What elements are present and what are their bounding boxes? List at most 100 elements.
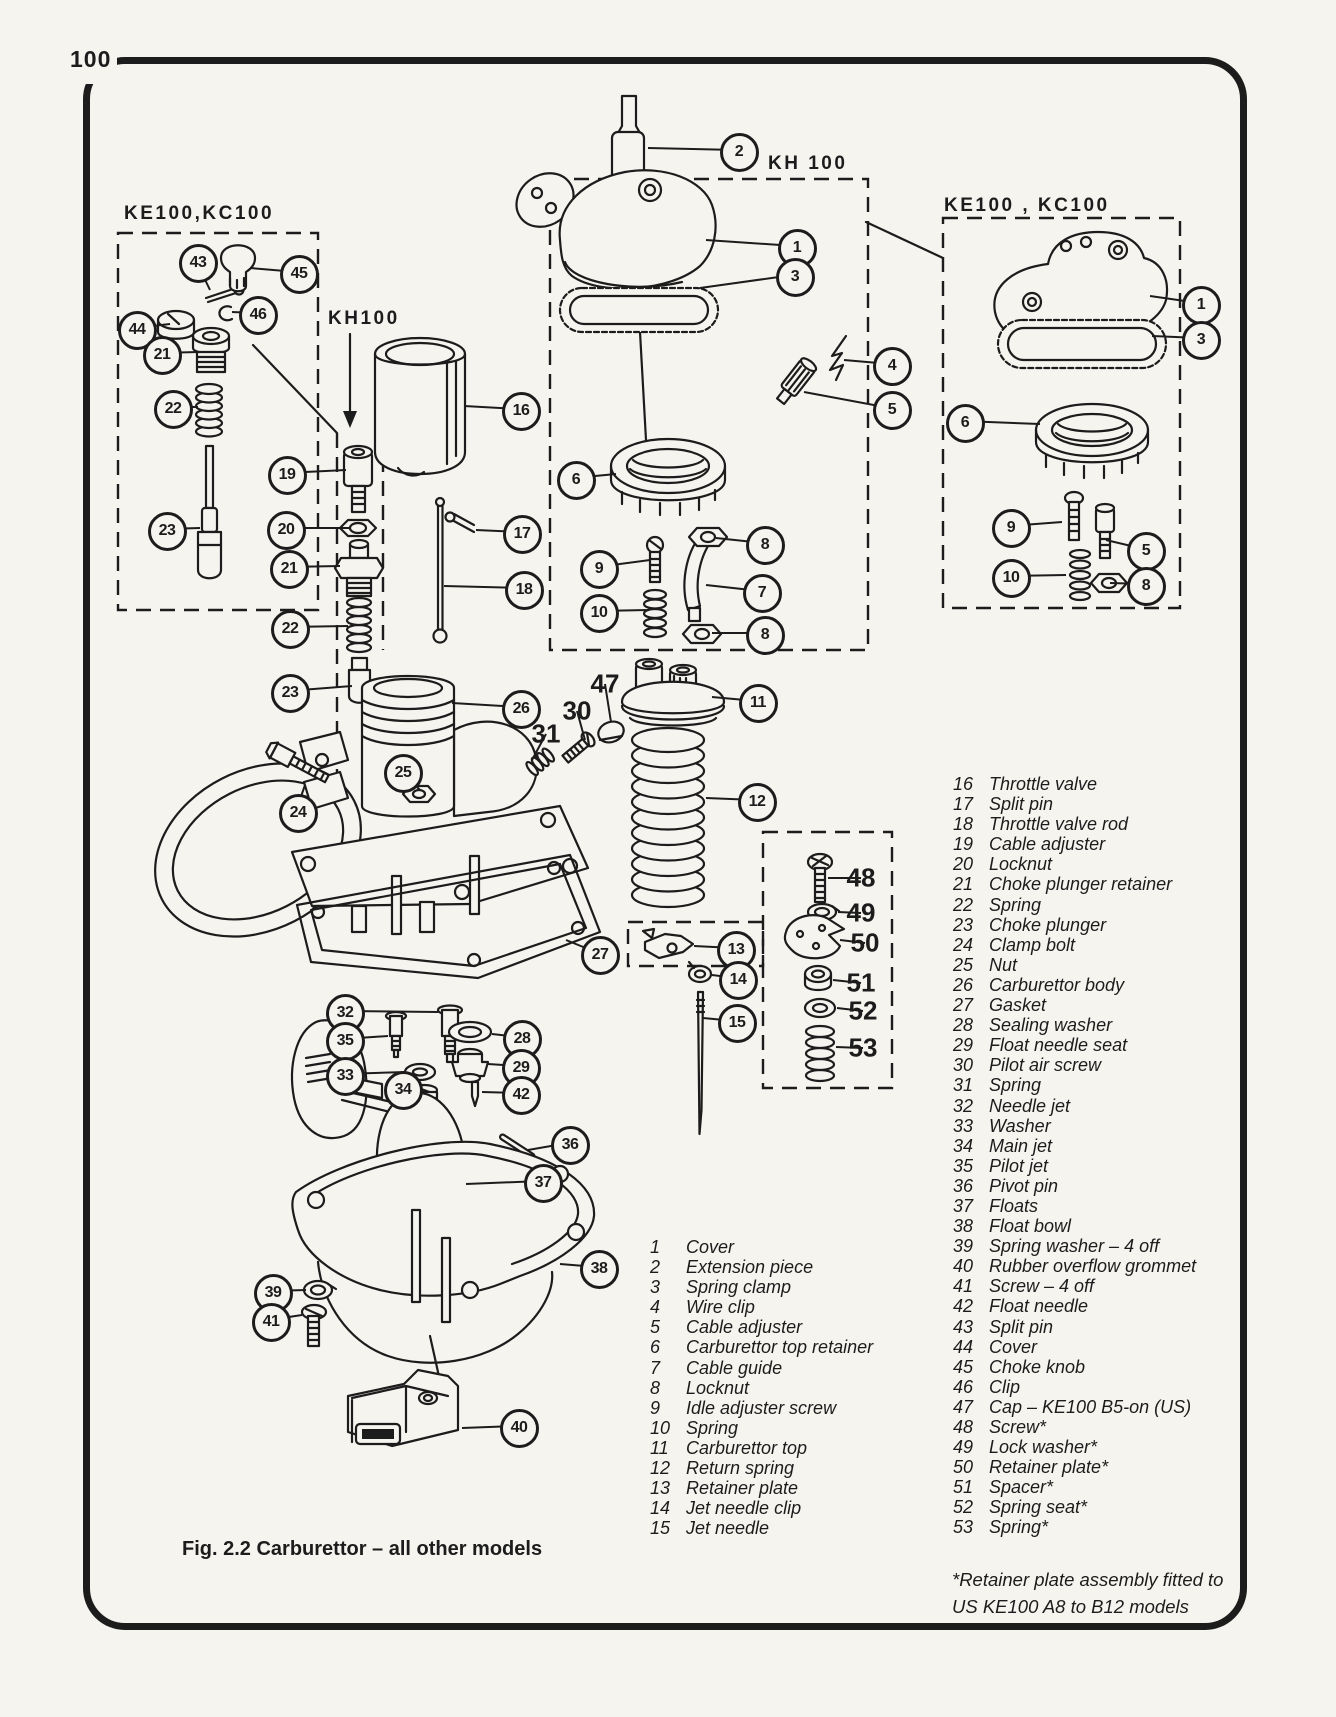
- part-number: 48: [953, 1417, 974, 1437]
- part-name: Wire clip: [686, 1297, 755, 1318]
- part-name: Gasket: [989, 995, 1047, 1016]
- part-number: 34: [953, 1135, 974, 1156]
- callout-24: 24: [278, 793, 318, 833]
- leader-line: [604, 683, 612, 723]
- part-number: 51: [953, 1477, 974, 1498]
- callout-34: 34: [383, 1070, 423, 1110]
- part-name: Clamp bolt: [989, 934, 1076, 955]
- callout-2: 2: [719, 132, 759, 172]
- part-number: 47: [953, 1396, 974, 1417]
- callout-9: 9: [579, 549, 619, 589]
- part-number: 11: [650, 1437, 669, 1458]
- part-row: 47 Cap – KE100 B5-on (US): [953, 1397, 1196, 1417]
- callout-7: 7: [742, 573, 782, 613]
- part-name: Main jet: [989, 1135, 1053, 1156]
- part-row: 34 Main jet: [953, 1136, 1196, 1156]
- part-number: 23: [953, 914, 974, 935]
- part-number: 17: [953, 794, 974, 815]
- part-name: Spring: [989, 1075, 1042, 1096]
- part-name: Spring*: [989, 1517, 1049, 1538]
- part-row: 12 Return spring: [650, 1458, 873, 1478]
- part-row: 43 Split pin: [953, 1317, 1196, 1337]
- callout-22: 22: [270, 609, 310, 649]
- part-name: Split pin: [989, 794, 1054, 815]
- callout-43: 43: [178, 243, 218, 283]
- part-row: 48 Screw*: [953, 1417, 1196, 1437]
- part-name: Spacer*: [989, 1477, 1054, 1498]
- carburettor-top-drawing: [620, 657, 726, 1136]
- part-name: Retainer plate: [686, 1478, 799, 1499]
- part-number: 37: [953, 1195, 974, 1216]
- callout-10: 10: [991, 558, 1031, 598]
- part-number: 24: [953, 934, 974, 955]
- part-number: 16: [953, 774, 974, 794]
- callout-5: 5: [1126, 531, 1166, 571]
- part-row: 22 Spring: [953, 895, 1196, 915]
- label-kh100-middle: KH100: [328, 308, 400, 329]
- part-row: 20 Locknut: [953, 854, 1196, 874]
- part-row: 23 Choke plunger: [953, 915, 1196, 935]
- callout-5: 5: [872, 390, 912, 430]
- part-row: 41 Screw – 4 off: [953, 1276, 1196, 1296]
- part-row: 31 Spring: [953, 1075, 1196, 1095]
- part-row: 40 Rubber overflow grommet: [953, 1256, 1196, 1276]
- part-row: 36 Pivot pin: [953, 1176, 1196, 1196]
- part-row: 19 Cable adjuster: [953, 834, 1196, 854]
- callout-3: 3: [1181, 320, 1221, 360]
- callout-27: 27: [580, 935, 620, 975]
- part-name: Lock washer*: [989, 1437, 1098, 1458]
- part-number: 31: [953, 1075, 974, 1096]
- part-name: Cover: [686, 1237, 735, 1257]
- callout-6: 6: [556, 460, 596, 500]
- callout-22: 22: [153, 389, 193, 429]
- part-number: 22: [953, 894, 974, 915]
- part-name: Choke knob: [989, 1356, 1086, 1377]
- callout-11: 11: [738, 683, 778, 723]
- callout-31: 31: [531, 718, 561, 749]
- part-row: 1 Cover: [650, 1237, 873, 1257]
- leader-line: [839, 939, 866, 944]
- leader-line: [836, 1007, 864, 1012]
- part-number: 28: [953, 1015, 974, 1036]
- part-number: 42: [953, 1296, 974, 1317]
- part-row: 6 Carburettor top retainer: [650, 1337, 873, 1357]
- part-row: 5 Cable adjuster: [650, 1317, 873, 1337]
- part-name: Throttle valve rod: [989, 814, 1129, 835]
- callout-53: 53: [848, 1032, 878, 1063]
- footnote: *Retainer plate assembly fitted to US KE…: [952, 1566, 1223, 1620]
- part-row: 50 Retainer plate*: [953, 1457, 1196, 1477]
- part-name: Jet needle clip: [686, 1498, 802, 1519]
- part-name: Cable guide: [686, 1357, 783, 1378]
- callout-21: 21: [269, 549, 309, 589]
- part-row: 3 Spring clamp: [650, 1277, 873, 1297]
- part-number: 3: [650, 1277, 661, 1298]
- part-row: 26 Carburettor body: [953, 975, 1196, 995]
- callout-19: 19: [267, 455, 307, 495]
- callout-52: 52: [848, 995, 878, 1026]
- callout-44: 44: [117, 310, 157, 350]
- part-name: Spring seat*: [989, 1497, 1088, 1518]
- part-number: 39: [953, 1236, 974, 1257]
- part-number: 32: [953, 1095, 974, 1116]
- callout-16: 16: [501, 391, 541, 431]
- page-number: 100: [70, 46, 112, 72]
- part-number: 20: [953, 854, 974, 875]
- callout-9: 9: [991, 508, 1031, 548]
- part-row: 13 Retainer plate: [650, 1478, 873, 1498]
- part-row: 35 Pilot jet: [953, 1156, 1196, 1176]
- part-name: Retainer plate*: [989, 1457, 1109, 1478]
- part-row: 10 Spring: [650, 1418, 873, 1438]
- callout-12: 12: [737, 782, 777, 822]
- part-number: 44: [953, 1336, 974, 1357]
- callout-36: 36: [550, 1125, 590, 1165]
- footnote-line-2: US KE100 A8 to B12 models: [952, 1596, 1189, 1617]
- part-name: Cover: [989, 1336, 1038, 1357]
- part-row: 14 Jet needle clip: [650, 1498, 873, 1518]
- part-row: 25 Nut: [953, 955, 1196, 975]
- part-name: Screw*: [989, 1417, 1047, 1437]
- part-name: Extension piece: [686, 1257, 814, 1278]
- retainer-plate-assembly-drawing: [783, 852, 846, 1083]
- part-name: Idle adjuster screw: [686, 1397, 837, 1418]
- part-row: 44 Cover: [953, 1337, 1196, 1357]
